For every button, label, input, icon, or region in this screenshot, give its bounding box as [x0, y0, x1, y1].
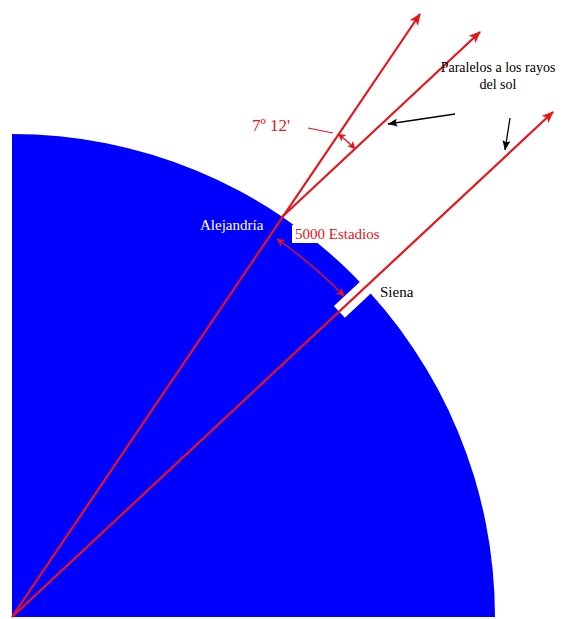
radial-line: [12, 112, 553, 617]
earth-quadrant: [12, 134, 495, 617]
note-label: Paralelos a los rayos del sol: [440, 60, 556, 94]
leader-arrow: [505, 118, 510, 150]
leader-arrow: [388, 114, 455, 124]
angle-tick: [308, 128, 333, 133]
distance-label: 5000 Estadios: [292, 225, 383, 243]
sun-ray: [282, 32, 480, 217]
distance-arc: [277, 239, 344, 296]
angle-arc: [338, 134, 355, 149]
angle-label: 7º 12': [252, 116, 290, 136]
city-label: Siena: [380, 283, 413, 301]
radial-line: [12, 14, 420, 617]
city-label: Alejandría: [200, 216, 263, 234]
